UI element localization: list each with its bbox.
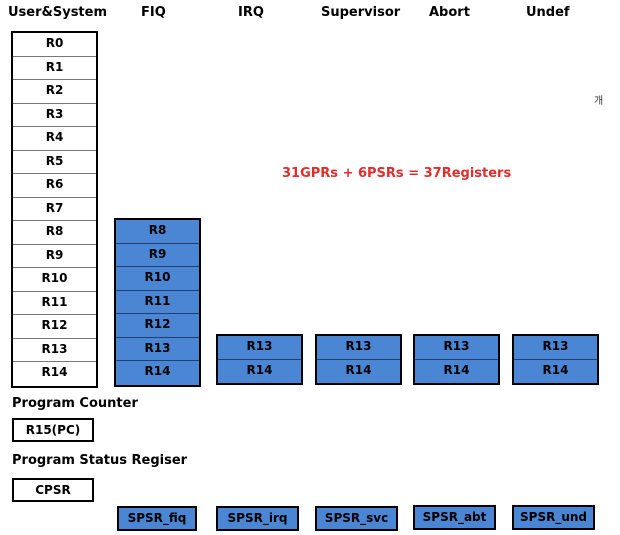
register-r9: R9: [13, 245, 96, 268]
cpsr-register: CPSR: [12, 478, 94, 502]
user-system-register-column: R0 R1 R2 R3 R4 R5 R6 R7 R8 R9 R10 R11 R1…: [11, 31, 98, 388]
irq-register-column: R13 R14: [216, 334, 303, 385]
irq-register-r14: R14: [246, 362, 273, 377]
abt-register-r14: R14: [443, 362, 470, 377]
register-r10: R10: [13, 268, 96, 292]
header-undef: Undef: [526, 5, 570, 20]
register-r5: R5: [13, 151, 96, 174]
register-r14: R14: [41, 365, 68, 379]
header-user-system: User&System: [8, 5, 108, 20]
register-r8: R8: [13, 221, 96, 245]
und-register-r14: R14: [542, 362, 569, 377]
register-r11: R11: [13, 292, 96, 315]
spsr-svc-register: SPSR_svc: [315, 506, 398, 531]
stray-character: 개: [594, 96, 604, 107]
program-counter-label: Program Counter: [12, 396, 138, 411]
fiq-register-column: R8 R9 R10 R11 R12 R13 R14: [114, 218, 201, 387]
spsr-abt-register: SPSR_abt: [413, 505, 496, 530]
und-register-column: R13 R14: [512, 334, 599, 385]
fiq-register-r10: R10: [116, 267, 199, 291]
header-supervisor: Supervisor: [321, 5, 401, 20]
fiq-register-r11: R11: [116, 291, 199, 314]
irq-register-r13: R13: [218, 336, 301, 360]
register-r3: R3: [13, 104, 96, 127]
fiq-register-r12: R12: [116, 314, 199, 338]
spsr-irq-register: SPSR_irq: [216, 506, 299, 531]
fiq-register-r14: R14: [144, 364, 171, 378]
spsr-fiq-register: SPSR_fiq: [117, 506, 197, 531]
register-r2: R2: [13, 80, 96, 104]
register-count-formula: 31GPRs + 6PSRs = 37Registers: [282, 166, 512, 181]
register-r0: R0: [13, 33, 96, 57]
und-register-r13: R13: [514, 336, 597, 360]
register-r6: R6: [13, 174, 96, 198]
program-status-register-label: Program Status Regiser: [12, 453, 188, 468]
register-r4: R4: [13, 127, 96, 151]
register-r12: R12: [13, 315, 96, 339]
header-abort: Abort: [429, 5, 470, 20]
fiq-register-r13: R13: [116, 338, 199, 361]
fiq-register-r8: R8: [116, 220, 199, 244]
svc-register-r14: R14: [345, 362, 372, 377]
abt-register-r13: R13: [415, 336, 498, 360]
svc-register-r13: R13: [317, 336, 400, 360]
fiq-register-r9: R9: [116, 244, 199, 267]
r15-pc-register: R15(PC): [12, 418, 94, 442]
header-irq: IRQ: [238, 5, 264, 20]
register-r7: R7: [13, 198, 96, 221]
register-r13: R13: [13, 339, 96, 362]
header-fiq: FIQ: [141, 5, 166, 20]
svc-register-column: R13 R14: [315, 334, 402, 385]
register-r1: R1: [13, 57, 96, 80]
spsr-und-register: SPSR_und: [512, 505, 595, 530]
abt-register-column: R13 R14: [413, 334, 500, 385]
